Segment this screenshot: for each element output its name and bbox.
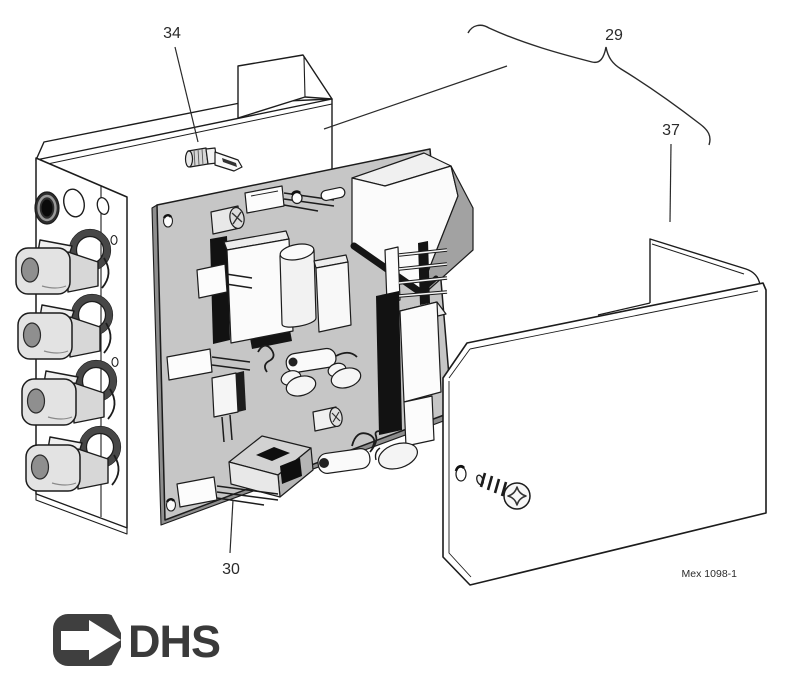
connector-plug <box>21 359 118 426</box>
leader-30 <box>229 499 234 554</box>
callout-34: 34 <box>163 25 181 42</box>
dhs-logo: DHS <box>53 614 221 667</box>
panel-oval-hole <box>63 188 85 218</box>
capacitor-cylinder <box>279 243 317 328</box>
back-plate <box>442 282 767 586</box>
relay-small <box>313 254 352 333</box>
plate-hole <box>454 465 467 482</box>
trimmer-small <box>312 406 343 432</box>
shadow <box>250 330 292 349</box>
header-connector-mid <box>196 263 253 299</box>
top-cover <box>35 54 333 172</box>
logo-arrow-notch <box>111 614 121 633</box>
flange-hole <box>111 356 119 368</box>
capacitor-ovals <box>280 362 362 397</box>
resistor-lower <box>317 430 381 474</box>
logo-text: DHS <box>128 616 220 667</box>
brace-29 <box>467 24 711 146</box>
connector-plug <box>25 425 122 492</box>
leader-34 <box>174 46 199 143</box>
callout-30: 30 <box>222 561 240 578</box>
header-connector-bottom <box>176 476 279 508</box>
toggle-switch <box>184 147 243 172</box>
logo-arrow-head <box>89 620 121 660</box>
header-connector-left <box>166 348 251 381</box>
component-30 <box>228 435 314 498</box>
cable-connectors <box>15 228 122 492</box>
grommet <box>34 191 60 225</box>
connector-plug <box>17 293 114 360</box>
pin-header-right <box>384 241 448 305</box>
callout-29: 29 <box>605 27 623 44</box>
logo-arrow-notch <box>111 647 121 666</box>
callouts <box>174 24 711 554</box>
resistor-with-wire <box>257 344 358 374</box>
callout-labels: 34 29 37 30 <box>163 25 680 578</box>
trimmer-capacitor <box>210 205 245 235</box>
callout-37: 37 <box>662 122 680 139</box>
transformer-large <box>350 152 474 296</box>
pcb-hole <box>162 214 177 512</box>
flange-hole <box>110 234 118 246</box>
relay-large <box>376 291 447 447</box>
lead-wire-capacitor <box>351 432 418 470</box>
transformer-small <box>223 230 294 344</box>
leader-37 <box>669 143 672 223</box>
vent-slot <box>320 186 346 202</box>
logo-arrow-shaft <box>61 631 92 650</box>
to220-component <box>211 371 246 443</box>
figure-code: Mex 1098-1 <box>682 568 738 580</box>
leader-29 <box>323 65 508 130</box>
pcb-components <box>166 152 474 508</box>
connector-plug <box>15 228 112 295</box>
screw <box>476 472 531 510</box>
panel-oval-hole-small <box>96 196 110 216</box>
